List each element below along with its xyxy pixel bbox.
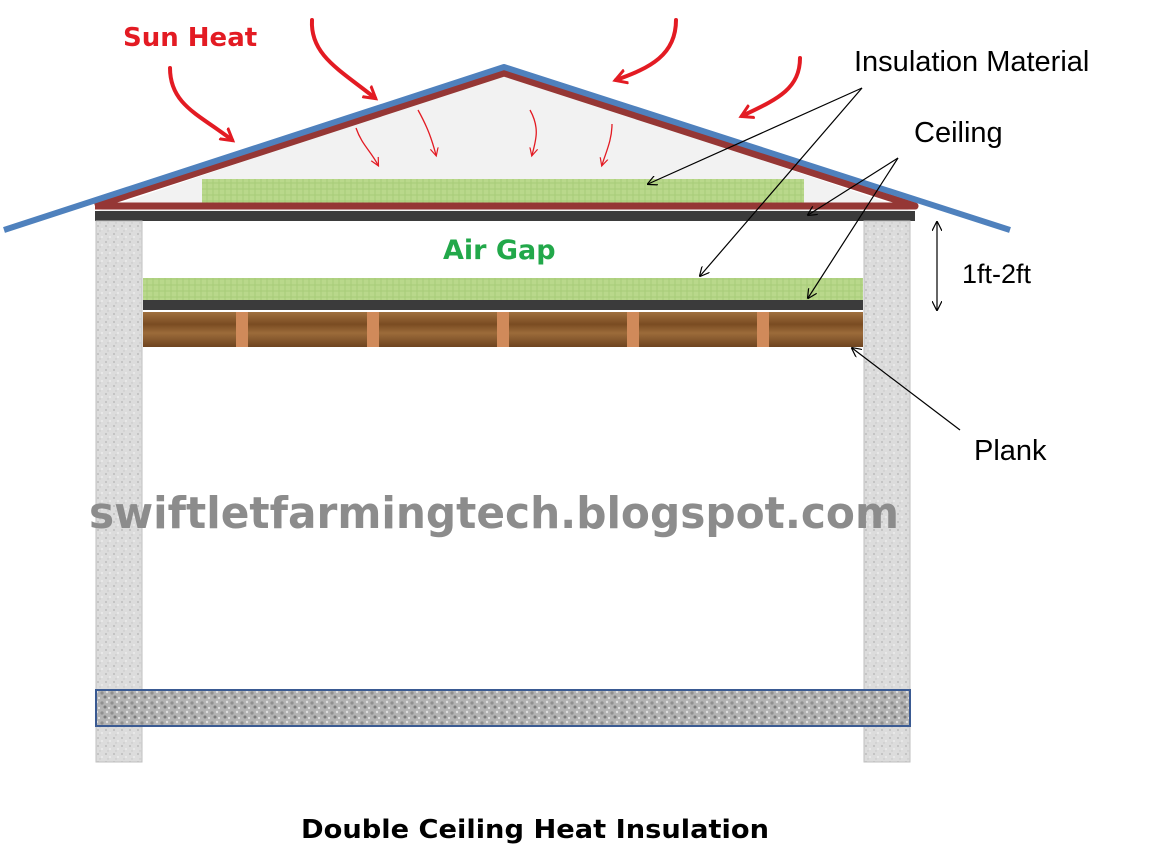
pointer-arrow-icon xyxy=(648,87,863,184)
heat-arrow-icon xyxy=(530,109,536,155)
left-wall xyxy=(95,220,143,763)
air-gap-label: Air Gap xyxy=(443,235,556,266)
floor-slab xyxy=(95,689,911,727)
pointer-arrow-icon xyxy=(808,157,899,298)
sun-heat-label: Sun Heat xyxy=(123,23,257,53)
heat-arrow-icon xyxy=(168,66,232,140)
heat-arrow-icon xyxy=(616,18,678,80)
heat-arrow-icon xyxy=(742,56,802,116)
attic-heat-arrows xyxy=(355,109,613,165)
ceiling-label: Ceiling xyxy=(914,117,1003,149)
roof-outer xyxy=(3,64,1011,233)
watermark: swiftletfarmingtech.blogspot.com xyxy=(89,488,899,539)
roof-inner-frame xyxy=(93,69,919,210)
caption: Double Ceiling Heat Insulation xyxy=(301,815,769,845)
plank-joists xyxy=(236,312,769,347)
lower-insulation xyxy=(143,278,863,300)
heat-arrow-icon xyxy=(355,127,378,165)
gap-size-label: 1ft-2ft xyxy=(962,259,1032,289)
heat-arrow-icon xyxy=(309,18,375,98)
lower-ceiling-board xyxy=(143,300,863,310)
right-wall xyxy=(863,220,911,763)
pointer-arrow-icon xyxy=(852,348,961,431)
top-ceiling-board xyxy=(95,211,915,221)
callout-arrows xyxy=(648,87,961,431)
plank-label: Plank xyxy=(974,435,1047,467)
sun-heat-arrows xyxy=(168,18,802,140)
pointer-arrow-icon xyxy=(700,87,863,276)
upper-insulation xyxy=(202,179,804,204)
pointer-arrow-icon xyxy=(808,157,899,215)
heat-arrow-icon xyxy=(417,109,436,155)
heat-arrow-icon xyxy=(602,123,613,165)
insulation-material-label: Insulation Material xyxy=(854,46,1089,78)
attic-space xyxy=(95,73,915,212)
